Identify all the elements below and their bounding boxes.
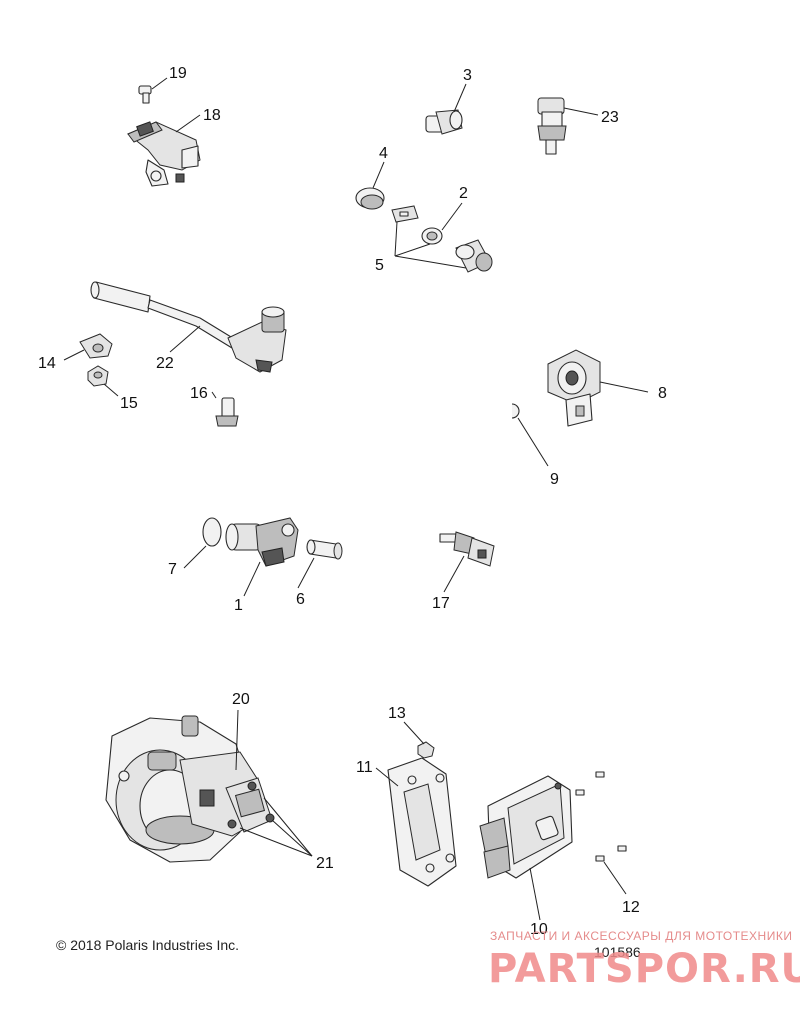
callout-6: 6 — [296, 591, 305, 608]
callout-17: 17 — [432, 595, 450, 612]
throttle-body-20-part — [105, 715, 275, 863]
callout-9: 9 — [550, 471, 559, 488]
o-ring-7-part — [202, 517, 222, 547]
clip-5-part — [391, 205, 419, 223]
clip-9-part — [511, 403, 520, 419]
callout-2: 2 — [459, 185, 468, 202]
callout-7: 7 — [168, 561, 177, 578]
nut-13-part — [417, 741, 435, 759]
callout-11: 11 — [356, 759, 373, 776]
cam-sensor-1-part — [225, 517, 299, 567]
bracket-14-part — [79, 333, 113, 359]
temp-sensor-17-part — [439, 531, 495, 567]
callout-14: 14 — [38, 355, 56, 372]
callout-12: 12 — [622, 899, 640, 916]
bolt-19-part — [138, 85, 152, 104]
callout-5: 5 — [375, 257, 384, 274]
callout-23: 23 — [601, 109, 619, 126]
callout-10: 10 — [530, 921, 548, 938]
washer-2-part — [421, 227, 443, 245]
callout-21: 21 — [316, 855, 334, 872]
callout-22: 22 — [156, 355, 174, 372]
ecu-10-part — [479, 775, 573, 879]
pressure-switch-23-part — [537, 97, 567, 155]
pin-6-part — [306, 539, 343, 560]
callout-18: 18 — [203, 107, 221, 124]
ecu-bracket-11-part — [387, 757, 457, 887]
copyright-text: © 2018 Polaris Industries Inc. — [56, 937, 239, 953]
knock-sensor-8-part — [547, 349, 601, 427]
callout-15: 15 — [120, 395, 138, 412]
map-sensor-18-part — [127, 121, 201, 187]
callout-4: 4 — [379, 145, 388, 162]
callout-8: 8 — [658, 385, 667, 402]
callout-3: 3 — [463, 67, 472, 84]
callout-13: 13 — [388, 705, 406, 722]
screws-12-part — [575, 771, 627, 862]
callout-1: 1 — [234, 597, 243, 614]
watermark-brand: PARTSPOR.RU — [488, 946, 800, 992]
callout-19: 19 — [169, 65, 187, 82]
plug-3-part — [425, 109, 463, 135]
callout-20: 20 — [232, 691, 250, 708]
temp-switch-5-part — [455, 239, 493, 273]
bolt-16-part — [215, 397, 239, 427]
speed-sensor-22-part — [90, 281, 287, 373]
watermark-tagline: ЗАПЧАСТИ И АКСЕССУАРЫ ДЛЯ МОТОТЕХНИКИ — [490, 929, 792, 943]
nut-15-part — [87, 365, 109, 387]
callout-16: 16 — [190, 385, 208, 402]
cap-4-part — [355, 187, 385, 210]
document-number: 101586 — [594, 944, 641, 960]
